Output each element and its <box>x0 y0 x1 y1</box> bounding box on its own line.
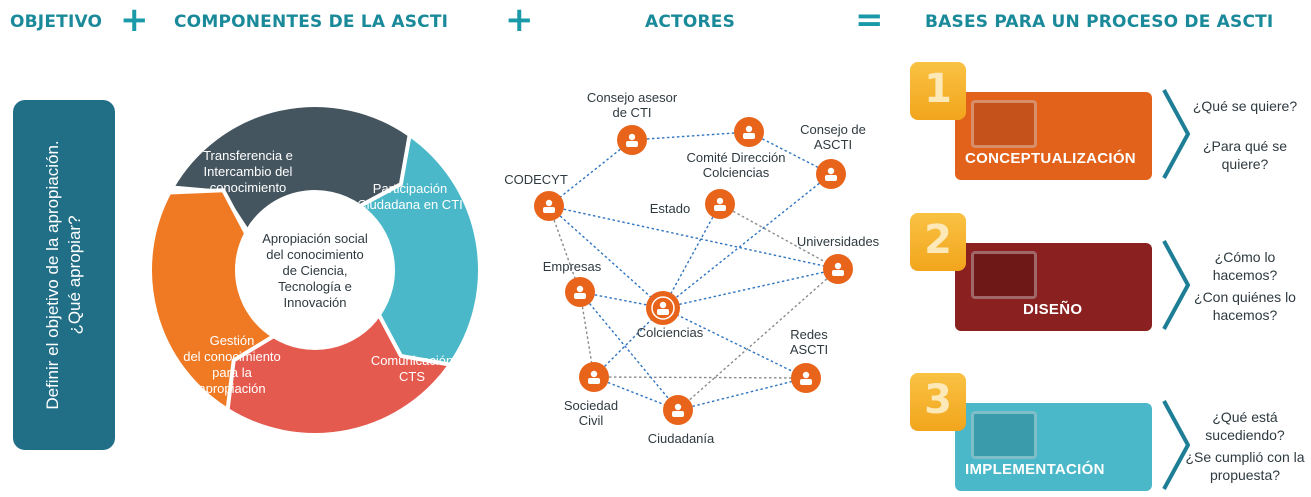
actor-label-ciudadania: Ciudadanía <box>648 431 715 446</box>
dashboard-chart-icon <box>971 411 1037 459</box>
stage-title-1: CONCEPTUALIZACIÓN <box>965 150 1136 167</box>
citizens-icon <box>672 403 684 417</box>
network-edge <box>548 205 581 293</box>
stage-title-3: IMPLEMENTACIÓN <box>965 461 1105 478</box>
network-edge <box>677 268 839 411</box>
stage-box-1: CONCEPTUALIZACIÓN <box>955 92 1152 180</box>
share-icon <box>800 371 812 385</box>
stage-question: ¿Con quiénes lo hacemos? <box>1194 289 1296 323</box>
person-computer-icon <box>971 100 1037 148</box>
stage-number-badge: 2 <box>910 213 966 271</box>
government-icon <box>714 197 726 211</box>
chevron-right-icon <box>1162 240 1190 330</box>
actor-label-empresas: Empresas <box>543 259 602 274</box>
network-edge <box>662 203 721 309</box>
stage-question: ¿Se cumplió con la propuesta? <box>1185 449 1305 483</box>
seal-icon <box>657 301 669 315</box>
header-componentes: COMPONENTES DE LA ASCTI <box>174 12 449 32</box>
equals-sign: = <box>855 0 884 40</box>
network-edge <box>631 131 750 141</box>
building-icon <box>743 125 755 139</box>
stage-question: ¿Qué se quiere? <box>1192 98 1298 114</box>
stage-number-badge: 1 <box>910 62 966 120</box>
header-bases: BASES PARA UN PROCESO DE ASCTI <box>925 12 1274 32</box>
network-edge <box>662 173 832 309</box>
network-edge <box>662 307 807 379</box>
graduation-cap-icon <box>832 262 844 276</box>
monitor-mouse-icon <box>971 251 1037 299</box>
factory-icon <box>574 285 586 299</box>
stage-question: ¿Qué está sucediendo? <box>1205 409 1285 443</box>
cycle-center-circle <box>237 192 393 348</box>
stage-box-3: IMPLEMENTACIÓN <box>955 403 1152 491</box>
network-edge <box>748 131 832 175</box>
stage-number-badge: 3 <box>910 373 966 431</box>
network-edge <box>548 205 664 309</box>
actor-label-universidades: Universidades <box>797 234 880 249</box>
stage-box-2: DISEÑO <box>955 243 1152 331</box>
handshake-icon <box>825 167 837 181</box>
cycle-segment <box>150 188 276 412</box>
network-edge <box>677 377 807 411</box>
stage-title-2: DISEÑO <box>1023 301 1083 318</box>
network-edge <box>719 203 839 270</box>
actor-label-estado: Estado <box>650 201 690 216</box>
stage-question: ¿Para qué se quiere? <box>1202 138 1288 172</box>
network-edge <box>593 376 807 379</box>
group-meeting-icon <box>626 133 638 147</box>
people-network-icon <box>588 370 600 384</box>
plus-sign: + <box>505 0 534 40</box>
objective-line-1: Definir el objetivo de la apropiación. <box>43 140 62 410</box>
plus-sign: + <box>120 0 149 40</box>
objective-text: Definir el objetivo de la apropiación. ¿… <box>42 115 86 435</box>
network-edge <box>548 205 839 270</box>
network-edge <box>593 376 679 411</box>
objective-line-2: ¿Qué apropiar? <box>65 215 84 335</box>
chevron-right-icon <box>1162 400 1190 490</box>
actor-label-colciencias: Colciencias <box>637 325 704 340</box>
chevron-right-icon <box>1162 89 1190 179</box>
header-objetivo: OBJETIVO <box>10 12 103 32</box>
lightbulb-icon <box>543 199 555 213</box>
stage-question: ¿Cómo lo hacemos? <box>1212 249 1278 283</box>
actor-label-codecyt: CODECYT <box>504 172 568 187</box>
objective-box: Definir el objetivo de la apropiación. ¿… <box>13 100 115 450</box>
actor-node-ring <box>651 296 675 320</box>
network-edge <box>579 291 679 411</box>
header-actores: ACTORES <box>645 12 736 32</box>
network-edge <box>662 268 839 309</box>
